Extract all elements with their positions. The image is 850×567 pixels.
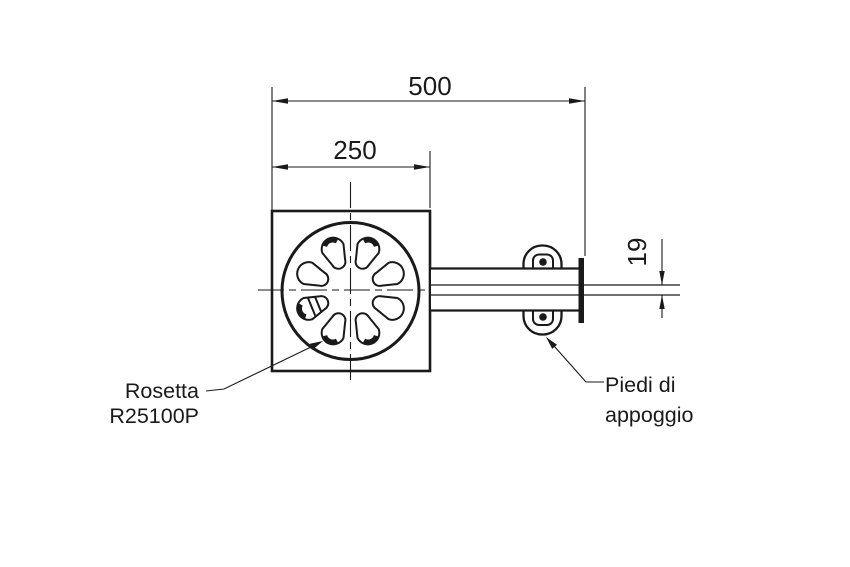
rosette-slot	[371, 295, 405, 321]
leader-line	[554, 346, 604, 383]
dimension-rail-thickness: 19	[622, 238, 663, 318]
callout-rosetta-line1: Rosetta	[125, 379, 199, 403]
dimension-value-250: 250	[333, 135, 376, 165]
centerlines	[258, 182, 443, 380]
slot-chord-line	[313, 296, 323, 313]
callout-feet-line2: appoggio	[605, 403, 694, 427]
dim-250-arrow-left	[272, 164, 288, 170]
callout-feet: Piedi di appoggio	[554, 346, 694, 427]
dimension-overall-width: 500	[271, 71, 586, 256]
bar-body	[431, 268, 580, 311]
dim-500-arrow-right	[569, 98, 585, 104]
callout-feet-line1: Piedi di	[605, 373, 676, 397]
lower-foot-pin	[539, 313, 547, 321]
slot-chord-line	[307, 297, 317, 317]
slot-shading	[297, 303, 307, 320]
dimension-plate-width: 250	[272, 135, 431, 208]
rosette-slots	[296, 236, 405, 346]
slot-shading	[362, 237, 379, 248]
rosette-slot	[296, 261, 330, 287]
slot-shading	[362, 334, 379, 345]
upper-foot-pin	[539, 258, 547, 266]
callout-rosetta-line2: R25100P	[109, 404, 199, 428]
rosette-slot	[371, 261, 405, 287]
bar-end-plate	[578, 258, 584, 323]
leader-feet-arrow	[546, 337, 557, 349]
dim-19-arrow-top	[659, 271, 665, 285]
support-bar	[430, 258, 680, 323]
slot-shading	[322, 237, 339, 248]
dimension-value-19: 19	[622, 238, 652, 267]
arrowheads	[272, 98, 665, 350]
dim-19-arrow-bottom	[659, 295, 665, 309]
callout-rosetta: Rosetta R25100P	[109, 346, 313, 428]
slot-shading	[322, 334, 339, 345]
leader-rosetta-arrow	[309, 341, 323, 350]
dimension-value-500: 500	[408, 71, 451, 101]
leader-line	[205, 346, 313, 392]
dim-250-arrow-right	[414, 164, 430, 170]
dim-500-arrow-left	[272, 98, 288, 104]
